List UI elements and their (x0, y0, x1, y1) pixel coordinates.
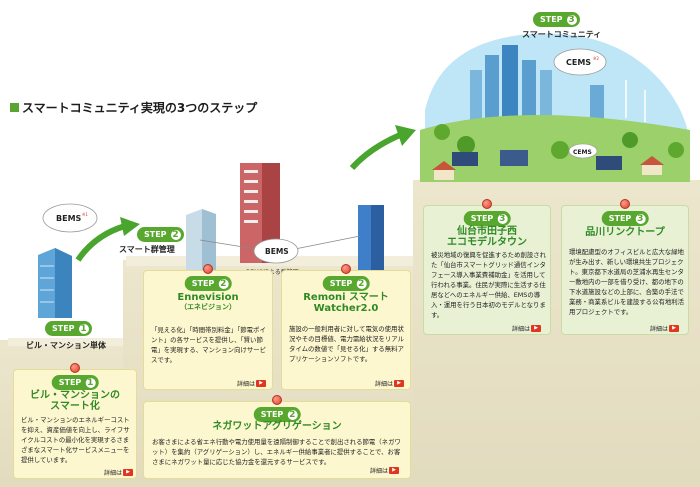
card-title: 品川リンクトープ (585, 227, 665, 238)
bems-bubble-2-text: BEMS (265, 247, 289, 256)
card-sendai[interactable]: STEP 3 仙台市田子西エコモデルタウン 被災地域の復興を促進するため創設され… (423, 199, 551, 335)
card-step-badge: STEP 2 (253, 407, 301, 422)
arrow-head-1 (120, 217, 140, 236)
cems-bubble-small-text: CEMS (573, 149, 592, 156)
page-title: スマートコミュニティ実現の3つのステップ (22, 101, 258, 115)
step-number: 1 (77, 322, 90, 335)
card-shinagawa[interactable]: STEP 3 品川リンクトープ 環境配慮型のオフィスビルと広大な緑地が生み出す、… (561, 199, 689, 335)
step-3-label: スマートコミュニティ (522, 30, 602, 39)
detail-arrow-icon: ▶ (389, 467, 400, 474)
step-number: 1 (84, 376, 97, 389)
card-title: 仙台市田子西エコモデルタウン (447, 226, 527, 248)
detail-arrow-icon: ▶ (531, 325, 542, 332)
step-word: STEP (191, 279, 215, 288)
card-body: 施設の一般利用者に対して電気の使用状況やその目標値、電力需給状況をリアルタイムの… (289, 325, 404, 363)
page-heading: スマートコミュニティ実現の3つのステップ (10, 99, 257, 116)
step-number: 2 (286, 408, 299, 421)
step-number: 3 (496, 212, 509, 225)
detail-arrow-icon: ▶ (256, 380, 267, 387)
step1-building (38, 248, 72, 318)
bems-bubble-1-text: BEMS (56, 214, 82, 223)
card-step-badge: STEP 2 (322, 276, 370, 291)
step-2-label: スマート群管理 (119, 245, 175, 254)
step-number: 3 (634, 212, 647, 225)
pin-icon (341, 264, 351, 274)
card-step-badge: STEP 3 (601, 211, 649, 226)
card-title: ビル・マンションのスマート化 (30, 390, 120, 412)
bems-bubble-1 (42, 203, 98, 233)
step-word: STEP (52, 324, 75, 333)
card-detail-link[interactable]: 詳細は▶ (370, 466, 400, 475)
step-1-label: ビル・マンション単体 (26, 341, 106, 350)
card-step-badge: STEP 3 (463, 211, 511, 226)
pin-icon (482, 199, 492, 209)
cems-bubble (553, 48, 607, 76)
card-body: 環境配慮型のオフィスビルと広大な緑地が生み出す、新しい環境共生プロジェクト。東京… (569, 248, 685, 316)
card-ennevision[interactable]: STEP 2 Ennevision（エネビジョン） 「見える化」「時間帯別料金」… (143, 264, 273, 390)
cems-bubble-small (568, 143, 598, 159)
negawatt-detail-holder: 詳細は▶ (370, 466, 408, 477)
step-word: STEP (58, 378, 82, 387)
card-detail-link[interactable]: 詳細は▶ (104, 468, 134, 477)
step-word: STEP (470, 214, 494, 223)
card-detail-link[interactable]: 詳細は▶ (375, 379, 405, 388)
arrow-step2-to-step3 (349, 132, 402, 171)
heading-square-icon (10, 103, 19, 112)
detail-arrow-icon: ▶ (123, 469, 134, 476)
cems-bubble-sup: ※2 (593, 56, 599, 61)
step-word: STEP (144, 230, 167, 239)
pin-icon (620, 199, 630, 209)
card-detail-link[interactable]: 詳細は▶ (512, 324, 542, 333)
card-detail-link[interactable]: 詳細は▶ (237, 379, 267, 388)
card-building-smart[interactable]: STEP 1 ビル・マンションのスマート化 ビル・マンションのエネルギーコストを… (13, 363, 137, 479)
detail-arrow-icon: ▶ (394, 380, 405, 387)
cems-bubble-text: CEMS (566, 58, 591, 67)
bems-bubble-2 (253, 238, 299, 264)
card-body: ビル・マンションのエネルギーコストを抑え、資産価値を向上し、ライフサイクルコスト… (21, 416, 130, 464)
step2-buildings (186, 163, 384, 280)
card-body: お客さまによる省エネ行動や電力使用量を遠隔制御することで創出される節電（ネガワッ… (152, 438, 401, 466)
step-word: STEP (329, 279, 353, 288)
card-step-badge: STEP 1 (51, 375, 99, 390)
step-word: STEP (540, 15, 563, 24)
card-body: 「見える化」「時間帯別料金」「節電ポイント」の各サービスを提供し、「賢い節電」を… (151, 326, 267, 364)
step-number: 3 (565, 13, 578, 26)
arrow-head-2 (395, 125, 416, 146)
card-title: ネガワットアグリゲーション (212, 421, 342, 432)
pin-icon (203, 264, 213, 274)
step-word: STEP (260, 410, 284, 419)
card-negawatt[interactable]: STEP 2 ネガワットアグリゲーション お客さまによる省エネ行動や電力使用量を… (143, 395, 411, 479)
step3-city (420, 33, 690, 182)
step-number: 2 (355, 277, 368, 290)
step-word: STEP (608, 214, 632, 223)
stair-step-1-top (8, 338, 126, 346)
card-detail-link[interactable]: 詳細は▶ (650, 324, 680, 333)
detail-arrow-icon: ▶ (669, 325, 680, 332)
step-number: 2 (217, 277, 230, 290)
step-number: 2 (169, 228, 182, 241)
card-title: Ennevision（エネビジョン） (177, 292, 239, 311)
pin-icon (70, 363, 80, 373)
step-3-badge: STEP 3 (533, 12, 580, 27)
bems-bubble-1-sup: ※1 (82, 212, 88, 217)
card-step-badge: STEP 2 (184, 276, 232, 291)
card-body: 被災地域の復興を促進するため創設された「仙台市スマートグリッド通信インタフェース… (431, 251, 547, 319)
pin-icon (272, 395, 282, 405)
step-2-badge: STEP 2 (137, 227, 184, 242)
step-1-badge: STEP 1 (45, 321, 92, 336)
arrow-step1-to-step2 (75, 223, 126, 262)
